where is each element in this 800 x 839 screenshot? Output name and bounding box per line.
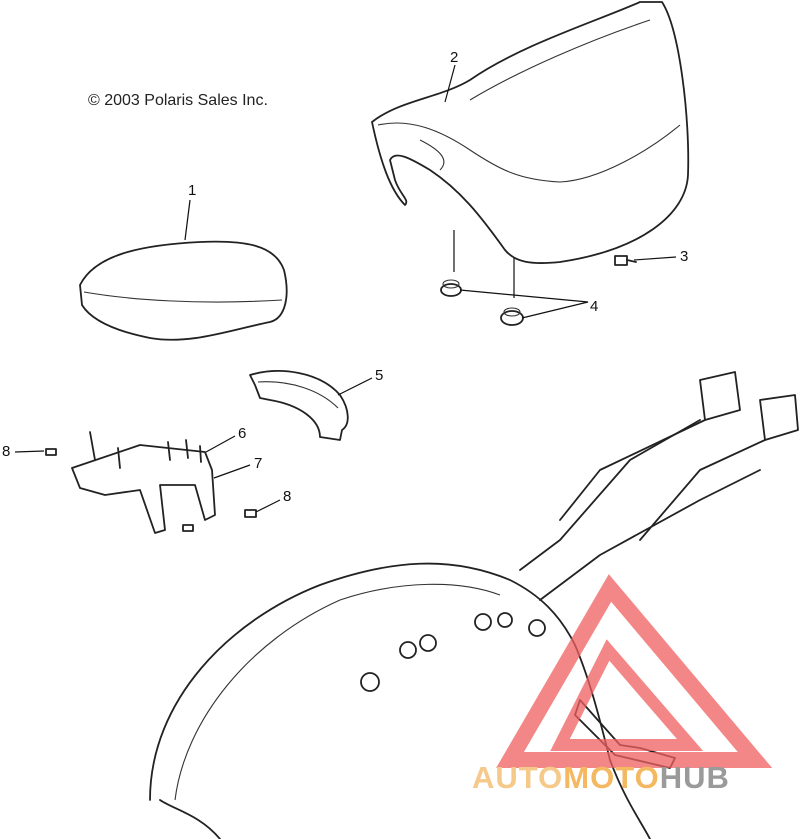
brand-auto: AUTO [472,760,564,795]
callout-8-right: 8 [283,488,292,505]
callout-4: 4 [590,298,599,315]
callout-2: 2 [450,49,459,66]
seat-part-1 [79,240,288,341]
callout-1: 1 [188,182,197,199]
pad-part-5 [249,370,349,441]
grommets-part-4 [440,230,524,326]
callout-3: 3 [680,248,689,265]
copyright-text: © 2003 Polaris Sales Inc. [88,92,268,109]
callout-6: 6 [238,425,247,442]
callout-7: 7 [254,455,263,472]
seat-part-2 [371,1,690,264]
brand-hub: HUB [659,760,730,795]
watermark-logo-icon [496,574,773,768]
bolt-part-3 [614,255,637,266]
callout-5: 5 [375,367,384,384]
brand-moto: MOTO [563,760,660,795]
leader-lines [14,64,677,513]
watermark-brand: AUTOMOTOHUB [472,760,730,796]
callout-8-left: 8 [2,443,11,460]
bracket-part-7 [45,431,257,534]
